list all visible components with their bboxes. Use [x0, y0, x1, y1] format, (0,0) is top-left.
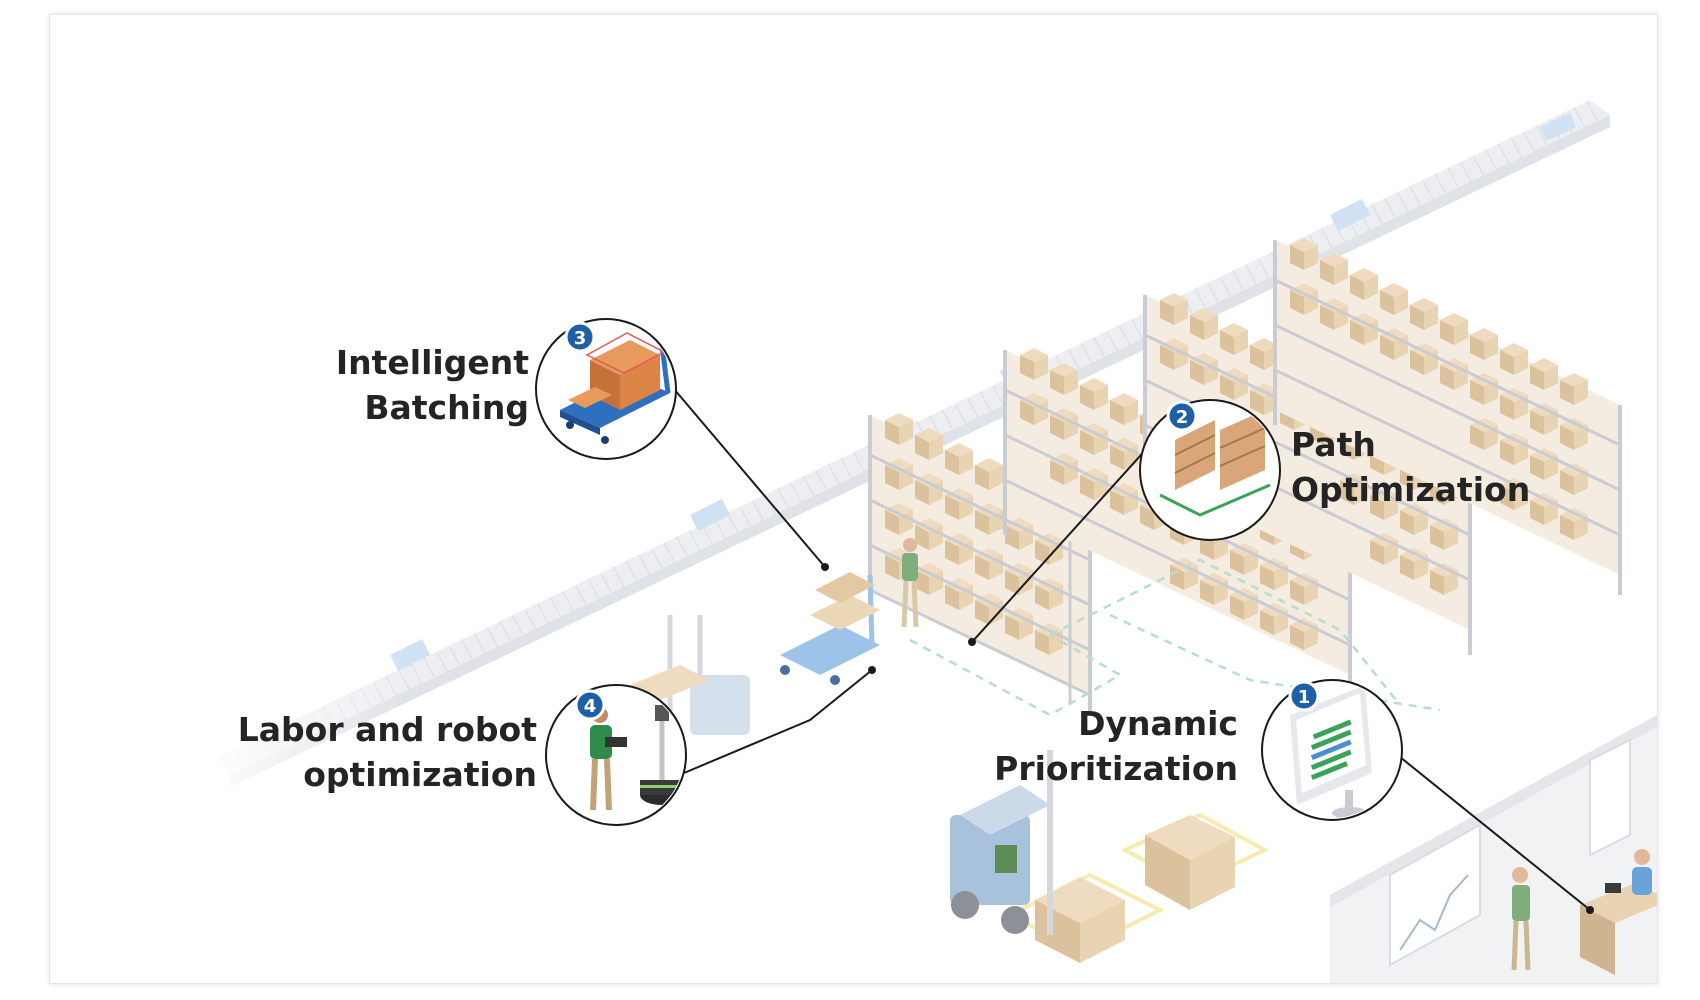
label-dynamic-prioritization: Dynamic Prioritization	[994, 701, 1238, 791]
callout-circle-3: 3	[535, 318, 677, 460]
forklift-left	[630, 615, 750, 735]
badge-number-3: 3	[574, 328, 587, 349]
floor-pallets	[1005, 812, 1270, 963]
back-wall	[1330, 715, 1657, 983]
office-workers	[1511, 849, 1657, 975]
label-line: optimization	[303, 755, 537, 794]
label-line: Labor and robot	[237, 710, 537, 749]
label-line: Path	[1291, 425, 1376, 464]
label-intelligent-batching: Intelligent Batching	[336, 340, 529, 430]
badge-number-1: 1	[1298, 687, 1311, 708]
callout-lines	[673, 388, 1591, 911]
pick-path	[909, 558, 1441, 717]
label-line: Prioritization	[994, 749, 1238, 788]
illustration-card: 1 2 3	[49, 14, 1658, 984]
callout-circle-1: 1	[1261, 679, 1403, 821]
badge-number-2: 2	[1176, 407, 1189, 428]
badge-number-4: 4	[584, 696, 597, 717]
callout-circle-4: 4	[545, 684, 687, 826]
monitor-dashboard-icon	[1290, 685, 1372, 818]
picker-with-cart	[780, 538, 919, 685]
label-line: Optimization	[1291, 470, 1531, 509]
callout-circle-2: 2	[1139, 399, 1281, 541]
rack-path-icon	[1159, 410, 1271, 517]
forklift	[950, 750, 1053, 935]
label-line: Batching	[364, 388, 529, 427]
label-labor-robot-optimization: Labor and robot optimization	[238, 707, 537, 797]
warehouse-scene: 1 2 3	[190, 75, 1657, 983]
label-path-optimization: Path Optimization	[1291, 422, 1530, 512]
label-line: Dynamic	[1078, 704, 1238, 743]
label-line: Intelligent	[335, 343, 529, 382]
